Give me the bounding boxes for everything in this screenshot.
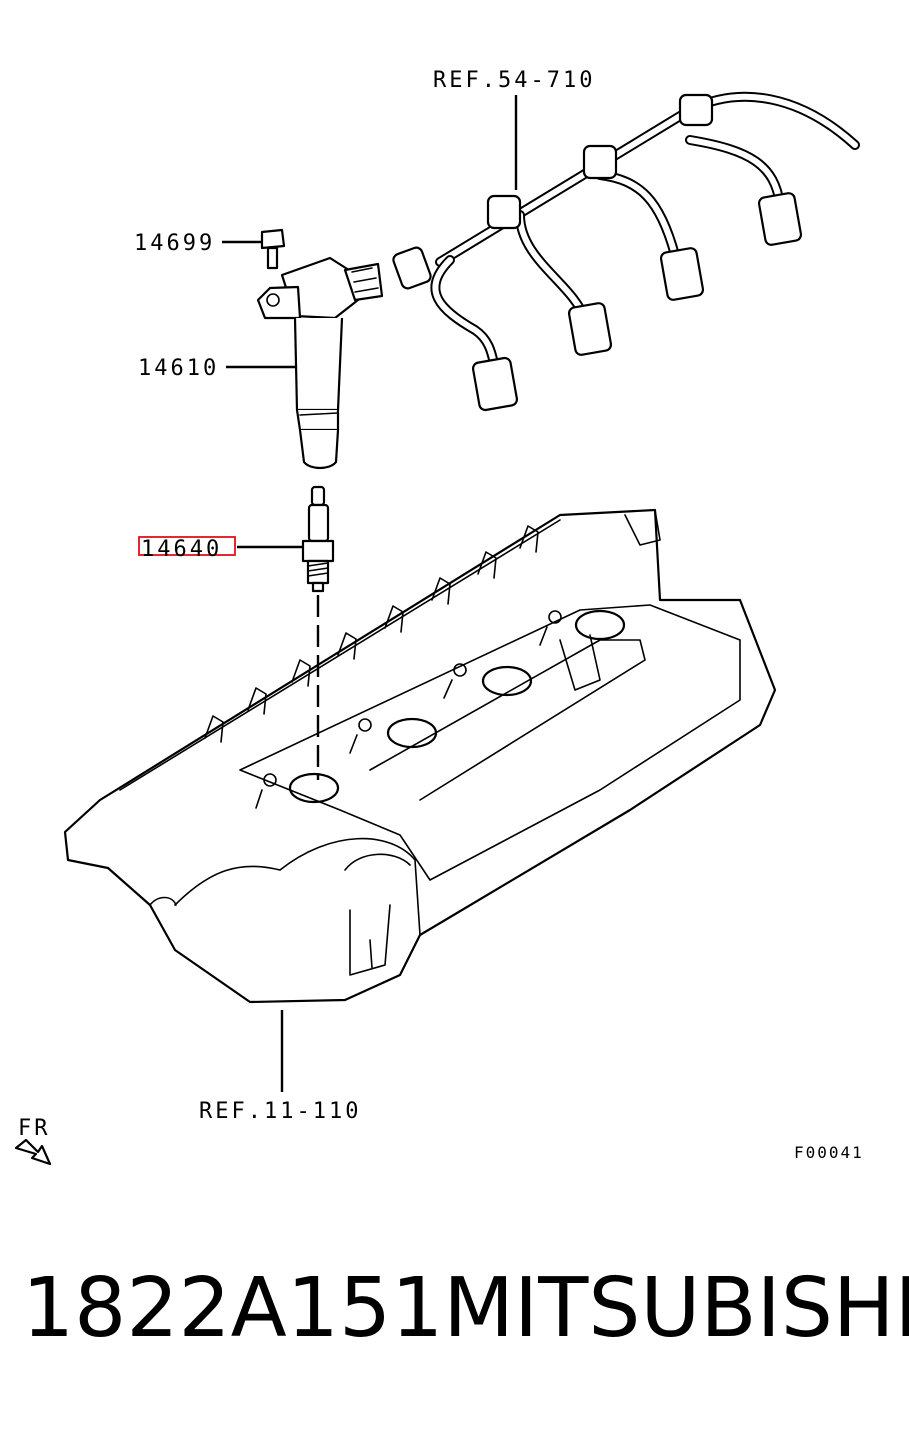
- bolt-illustration: [260, 228, 286, 270]
- callout-bolt: 14699: [134, 231, 215, 256]
- part-footer: 1822A151 MITSUBISHI: [22, 1261, 909, 1356]
- wiring-harness-illustration: [392, 91, 860, 412]
- callout-cover-ref: REF.11-110: [199, 1099, 361, 1124]
- callout-harness-ref: REF.54-710: [433, 68, 595, 93]
- ignition-coil-illustration: [256, 256, 384, 470]
- spark-plug-illustration: [301, 485, 335, 593]
- callout-plug-highlight: [138, 536, 236, 556]
- part-number: 1822A151: [22, 1261, 444, 1356]
- figure-code: F00041: [794, 1143, 864, 1162]
- front-direction-label: FR: [18, 1116, 51, 1141]
- front-arrow-icon: [14, 1138, 52, 1166]
- leader-lines: [222, 95, 518, 1092]
- callout-plug: 14640: [141, 537, 222, 562]
- front-direction-indicator: FR: [14, 1116, 52, 1166]
- callout-coil: 14610: [138, 356, 219, 381]
- brand-name: MITSUBISHI: [443, 1261, 909, 1356]
- valve-cover-illustration: [63, 508, 777, 1004]
